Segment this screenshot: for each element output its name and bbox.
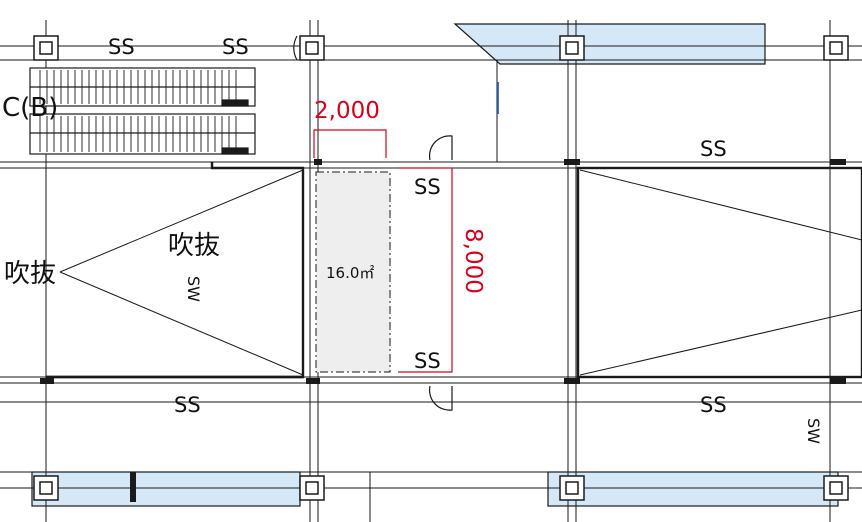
door-swing-bottom <box>428 385 453 411</box>
label-ss: SS <box>700 137 727 161</box>
column <box>299 35 325 61</box>
escalator-lower <box>29 113 256 155</box>
columns <box>33 35 849 501</box>
glass-areas <box>31 23 839 507</box>
escalator <box>29 67 256 155</box>
void-edges <box>46 162 862 379</box>
label-void-partial: 吹抜 <box>4 259 56 289</box>
wall-tabs <box>40 159 846 502</box>
glass-area-bottom-right <box>547 471 839 507</box>
dimension-length-label: 8,000 <box>460 228 486 294</box>
highlighted-area <box>315 171 391 373</box>
label-ss: SS <box>108 35 135 59</box>
glass-area-top <box>453 23 766 65</box>
label-void: 吹抜 <box>168 231 220 261</box>
label-sw: SW <box>804 418 823 444</box>
column <box>33 35 59 61</box>
label-ss: SS <box>414 349 441 373</box>
label-ss: SS <box>700 393 727 417</box>
label-escalator-code: C(B) <box>2 93 58 123</box>
label-ss: SS <box>414 175 441 199</box>
length-dimension-bracket <box>398 167 453 373</box>
dimension-lines <box>313 129 453 373</box>
label-sw: SW <box>184 276 203 302</box>
column <box>559 475 585 501</box>
column <box>559 35 585 61</box>
dimension-width-label: 2,000 <box>314 98 380 124</box>
column <box>299 475 325 501</box>
width-dimension-bracket <box>313 129 387 158</box>
label-ss: SS <box>222 35 249 59</box>
label-ss: SS <box>174 393 201 417</box>
column <box>823 35 849 61</box>
void-diagonals <box>59 169 862 376</box>
glass-area-bottom-left <box>31 471 301 507</box>
area-label: 16.0㎡ <box>326 264 374 282</box>
door-swing-top <box>293 35 298 61</box>
doors <box>293 35 453 411</box>
column <box>33 475 59 501</box>
door-swing-middle <box>428 135 453 161</box>
column <box>823 475 849 501</box>
